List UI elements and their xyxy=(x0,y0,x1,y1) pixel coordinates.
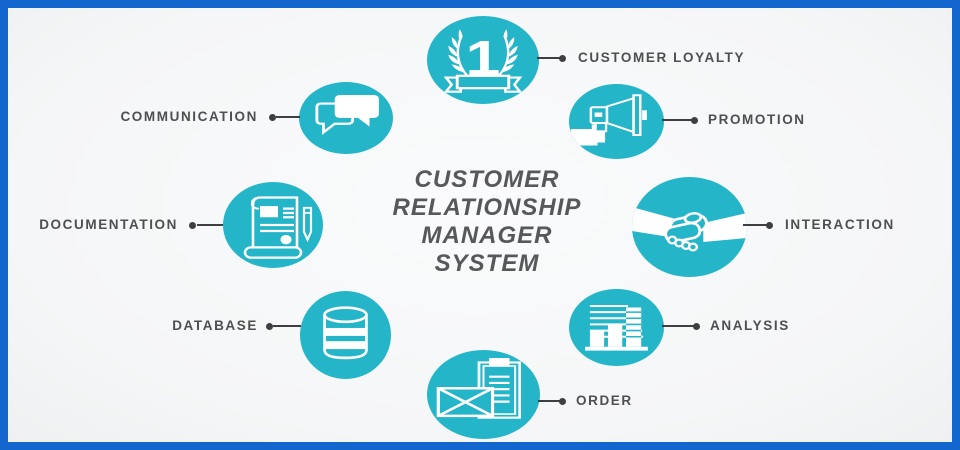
database-node[interactable] xyxy=(300,291,391,379)
scroll-pen-icon xyxy=(243,196,313,259)
label-customer-loyalty: CUSTOMER LOYALTY xyxy=(578,50,746,65)
label-order: ORDER xyxy=(576,393,633,408)
connector-line xyxy=(273,325,301,327)
order-node[interactable] xyxy=(427,350,540,439)
interaction-node[interactable] xyxy=(632,177,747,277)
customer-loyalty-node[interactable]: 1 xyxy=(427,16,539,104)
documentation-node[interactable] xyxy=(223,182,323,268)
communication-node[interactable] xyxy=(299,82,393,154)
connector-line xyxy=(662,119,692,121)
handshake-icon xyxy=(632,207,747,252)
label-promotion: PROMOTION xyxy=(708,112,806,127)
database-cylinder-icon xyxy=(323,306,368,360)
connector-dot xyxy=(559,398,566,405)
first-place-laurel-icon: 1 xyxy=(443,29,523,93)
title-line: SYSTEM xyxy=(434,250,540,277)
bar-chart-icon xyxy=(585,304,648,351)
promotion-node[interactable] xyxy=(569,84,664,159)
connector-line xyxy=(537,57,560,59)
connector-dot xyxy=(189,222,196,229)
connector-line xyxy=(662,325,694,327)
connector-dot xyxy=(269,114,276,121)
label-database: DATABASE xyxy=(172,318,258,333)
title-line: RELATIONSHIP xyxy=(392,194,582,221)
page-title: CUSTOMER RELATIONSHIP MANAGER SYSTEM xyxy=(337,166,637,278)
title-line: CUSTOMER xyxy=(414,166,560,193)
connector-dot xyxy=(766,222,773,229)
title-line: MANAGER xyxy=(421,222,553,249)
connector-dot xyxy=(691,117,698,124)
label-communication: COMMUNICATION xyxy=(120,109,258,124)
label-interaction: INTERACTION xyxy=(785,217,895,232)
connector-line xyxy=(538,400,560,402)
megaphone-icon xyxy=(570,94,647,146)
connector-line xyxy=(197,224,223,226)
connector-line xyxy=(276,116,300,118)
speech-bubbles-icon xyxy=(315,94,379,136)
connector-line xyxy=(743,224,767,226)
envelope-clipboard-icon xyxy=(436,358,522,419)
connector-dot xyxy=(693,323,700,330)
connector-dot xyxy=(266,323,273,330)
label-analysis: ANALYSIS xyxy=(710,318,790,333)
connector-dot xyxy=(559,55,566,62)
label-documentation: DOCUMENTATION xyxy=(39,217,178,232)
analysis-node[interactable] xyxy=(569,289,664,366)
